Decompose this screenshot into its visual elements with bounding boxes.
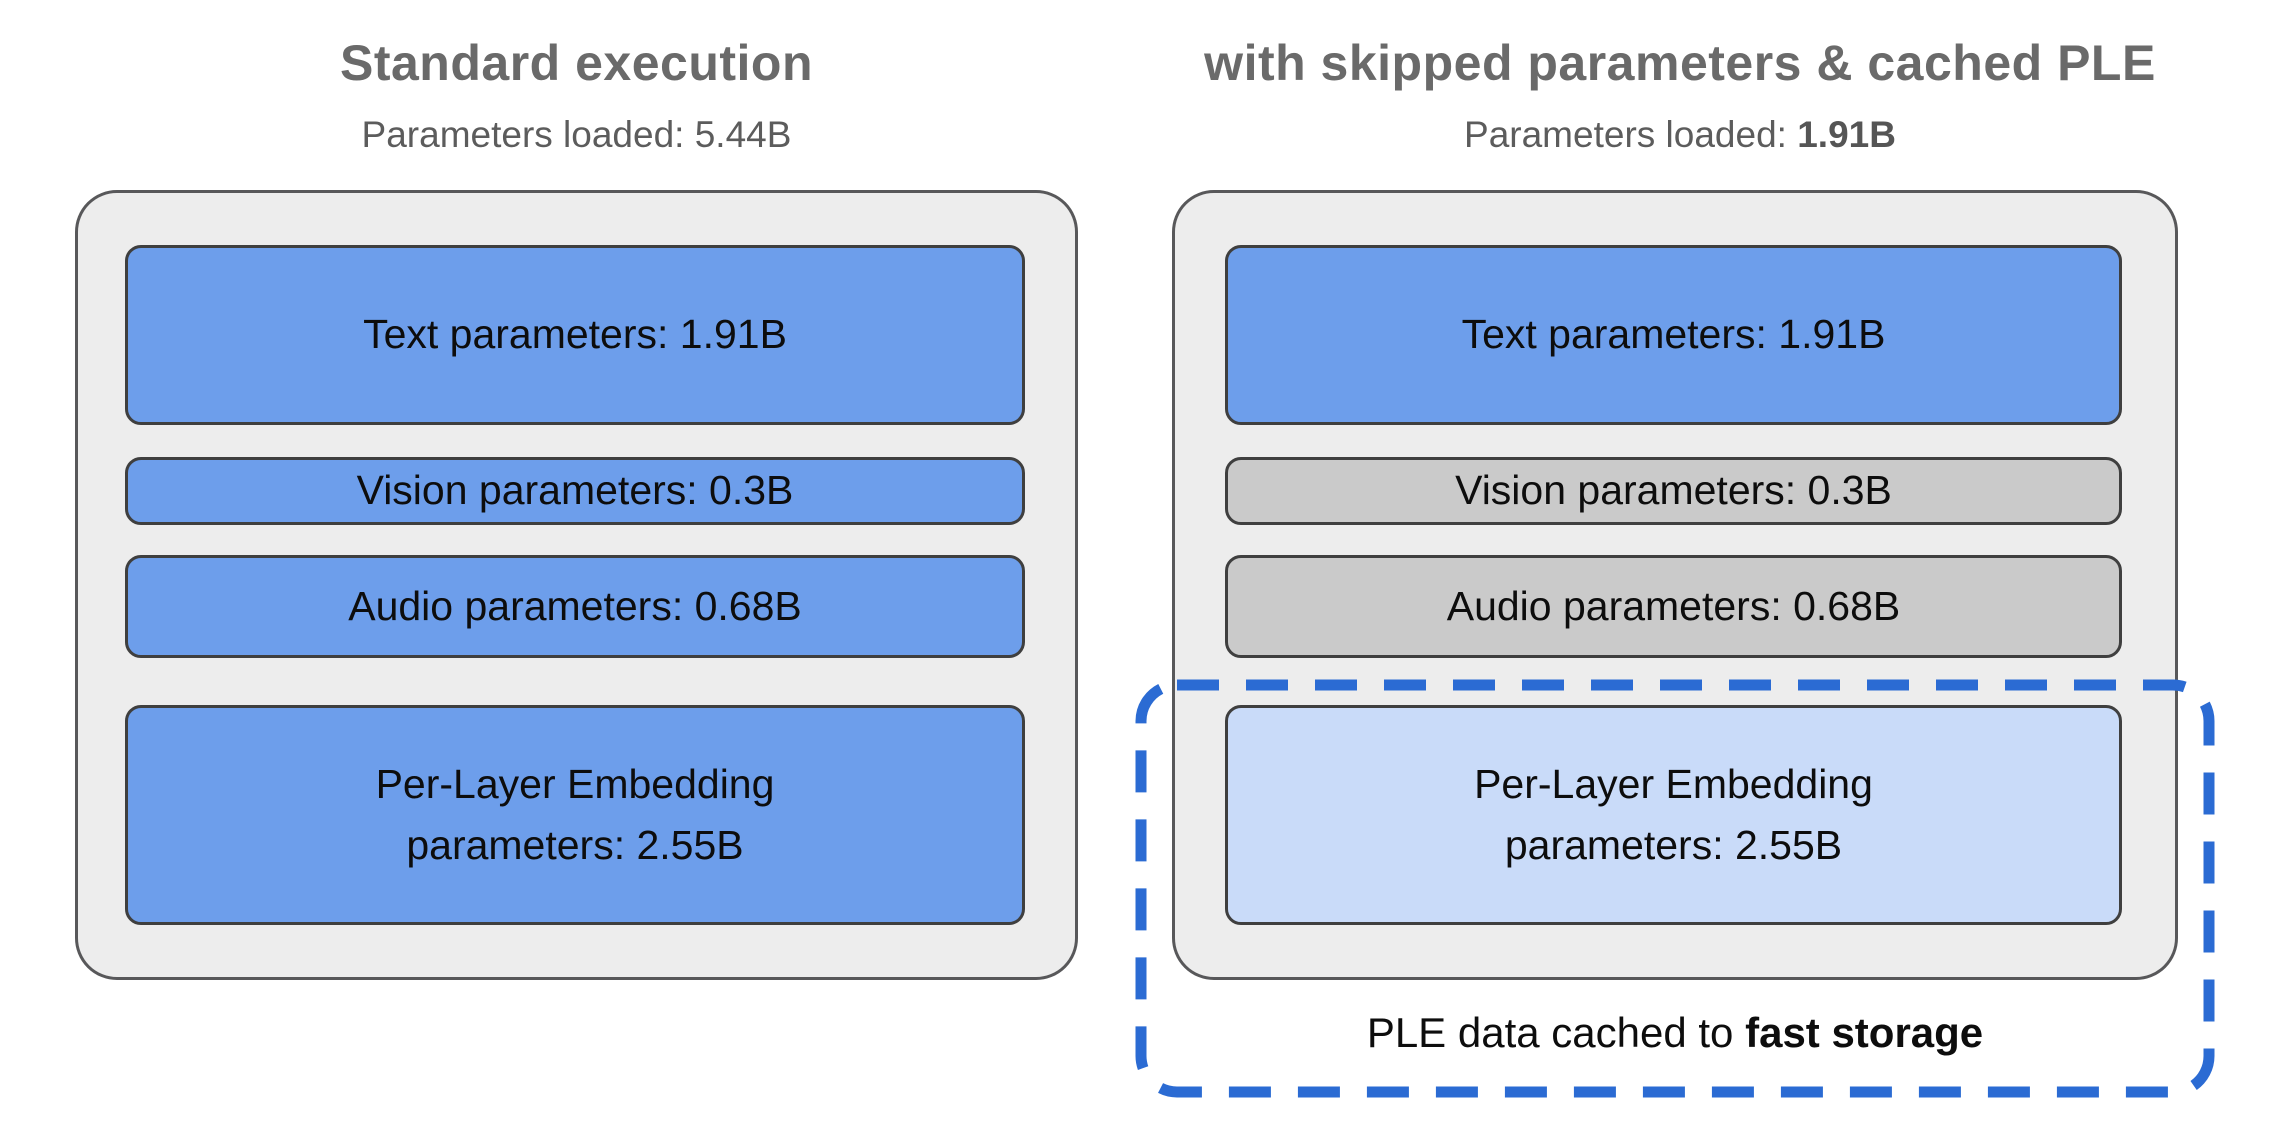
box-ple-parameters-cached: Per-Layer Embedding parameters: 2.55B (1225, 705, 2122, 925)
box-vision-parameters-skipped: Vision parameters: 0.3B (1225, 457, 2122, 525)
box-vision-parameters-standard: Vision parameters: 0.3B (125, 457, 1025, 525)
subtitle-label: Parameters loaded: (361, 114, 695, 155)
box-label: Audio parameters: 0.68B (348, 582, 802, 629)
ple-label-line1: Per-Layer Embedding (1474, 760, 1873, 807)
box-ple-parameters-standard: Per-Layer Embedding parameters: 2.55B (125, 705, 1025, 925)
caption-prefix: PLE data cached to (1366, 1009, 1746, 1056)
ple-cache-dashed-outline (1135, 679, 2215, 1098)
box-label: Vision parameters: 0.3B (356, 467, 794, 514)
box-label: Vision parameters: 0.3B (1455, 467, 1892, 514)
box-audio-parameters-standard: Audio parameters: 0.68B (125, 555, 1025, 658)
panel-skipped-subtitle: Parameters loaded: 1.91B (1140, 116, 2220, 153)
subtitle-value-bold: 1.91B (1797, 114, 1896, 155)
ple-label-line2: parameters: 2.55B (1504, 822, 1843, 868)
subtitle-value: 5.44B (694, 114, 792, 155)
ple-cache-caption: PLE data cached to fast storage (1135, 1012, 2215, 1054)
box-text-parameters-skipped: Text parameters: 1.91B (1225, 245, 2122, 425)
ple-label-line2: parameters: 2.55B (406, 822, 744, 868)
box-label: Per-Layer Embedding parameters: 2.55B (376, 754, 775, 877)
panel-standard-subtitle: Parameters loaded: 5.44B (75, 116, 1078, 153)
panel-skipped-title: with skipped parameters & cached PLE (1204, 35, 2156, 91)
box-label: Text parameters: 1.91B (363, 311, 787, 358)
box-label: Audio parameters: 0.68B (1446, 582, 1901, 629)
subtitle-label: Parameters loaded: (1464, 114, 1798, 155)
caption-emphasis: fast storage (1745, 1009, 1984, 1056)
box-label: Text parameters: 1.91B (1461, 311, 1886, 358)
box-text-parameters-standard: Text parameters: 1.91B (125, 245, 1025, 425)
box-label: Per-Layer Embedding parameters: 2.55B (1474, 754, 1873, 877)
ple-label-line1: Per-Layer Embedding (375, 760, 775, 807)
panel-standard-title: Standard execution (340, 35, 813, 91)
box-audio-parameters-skipped: Audio parameters: 0.68B (1225, 555, 2122, 658)
